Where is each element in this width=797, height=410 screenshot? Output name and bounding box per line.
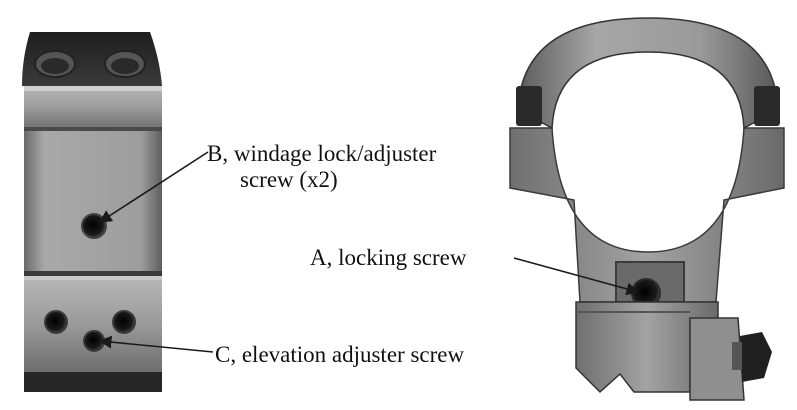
dovetail-jaw [689, 317, 745, 401]
base-hole-left [44, 310, 68, 334]
leader-b [98, 151, 209, 223]
leader-a [513, 257, 640, 296]
ring-lug-left [516, 86, 542, 126]
callout-windage-screw: B, windage lock/adjuster screw (x2) [207, 141, 436, 193]
callout-b-line1: B, windage lock/adjuster [207, 141, 437, 166]
clamp-knob [740, 332, 772, 382]
ring-top-cap [517, 17, 779, 130]
leader-c [98, 335, 214, 353]
base-hole-right [112, 310, 136, 334]
side-base-rail [24, 372, 162, 392]
windage-screw-hole [81, 213, 107, 239]
side-upper-band [24, 86, 162, 130]
callout-elevation-screw: C, elevation adjuster screw [215, 342, 465, 367]
front-view-mount [509, 17, 785, 401]
ring-lower-body [509, 127, 785, 303]
clamp-block [575, 301, 719, 394]
side-view-mount [22, 32, 162, 392]
callout-b-line2: screw (x2) [240, 167, 338, 192]
side-main-body [24, 131, 162, 271]
ring-lug-right [754, 86, 780, 126]
callout-locking-screw: A, locking screw [310, 245, 467, 270]
